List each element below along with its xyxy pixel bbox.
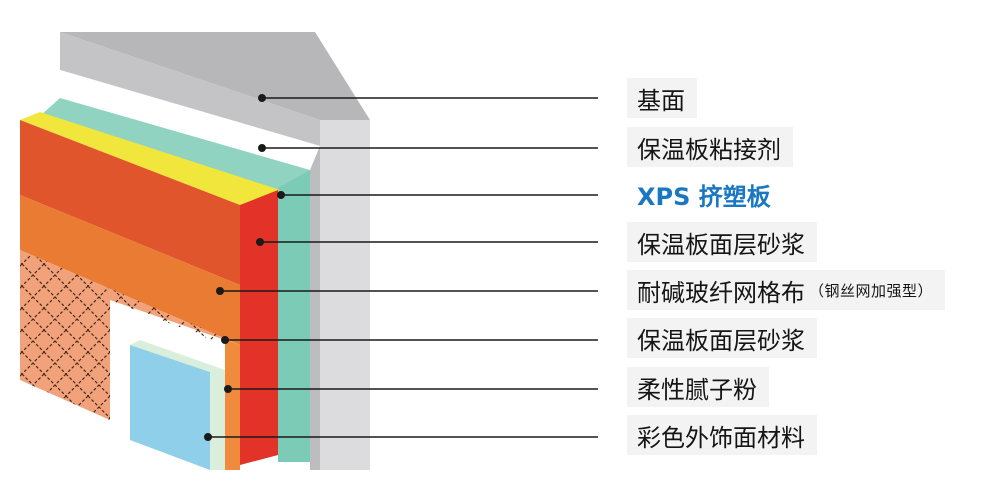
mesh-pattern (20, 250, 225, 420)
board-face (20, 120, 240, 285)
label-putty: 柔性腻子粉 (627, 367, 769, 407)
adhesive-band (60, 70, 320, 170)
xps-board-top (20, 112, 280, 205)
board-edge (240, 190, 278, 465)
base-wall-slab (60, 32, 320, 146)
leader-dot-3 (276, 191, 285, 200)
base-wall-side (320, 120, 370, 470)
label-finish: 彩色外饰面材料 (627, 415, 817, 455)
leader-dot-4 (255, 238, 264, 247)
label-surface-mortar-2: 保温板面层砂浆 (627, 318, 817, 358)
leader-dot-1 (257, 94, 266, 103)
label-xps-board-text: XPS 挤塑板 (637, 182, 771, 211)
label-xps-board: XPS 挤塑板 (627, 174, 783, 214)
leader-dot-8 (204, 432, 213, 441)
label-finish-text: 彩色外饰面材料 (637, 423, 805, 452)
label-adhesive: 保温板粘接剂 (627, 127, 793, 167)
label-mesh-cloth-text: 耐碱玻纤网格布 (637, 278, 805, 307)
label-base-text: 基面 (637, 86, 685, 115)
leader-dot-5 (216, 286, 225, 295)
label-base: 基面 (627, 78, 697, 118)
label-surface-mortar-2-text: 保温板面层砂浆 (637, 326, 805, 355)
label-surface-mortar-1: 保温板面层砂浆 (627, 222, 817, 262)
label-surface-mortar-1-text: 保温板面层砂浆 (637, 230, 805, 259)
finish-block (130, 345, 210, 470)
leader-dot-7 (224, 384, 233, 393)
label-putty-text: 柔性腻子粉 (637, 375, 757, 404)
label-mesh-cloth-note: （钢丝网加强型） (809, 281, 934, 300)
insulation-layer-top (40, 98, 310, 190)
leader-lines (204, 94, 598, 441)
leader-dot-6 (221, 335, 230, 344)
label-adhesive-text: 保温板粘接剂 (637, 135, 781, 164)
leader-dot-2 (257, 144, 266, 153)
putty-layer (130, 340, 225, 470)
mortar-band (20, 195, 240, 345)
label-mesh-cloth: 耐碱玻纤网格布 （钢丝网加强型） (627, 270, 946, 310)
